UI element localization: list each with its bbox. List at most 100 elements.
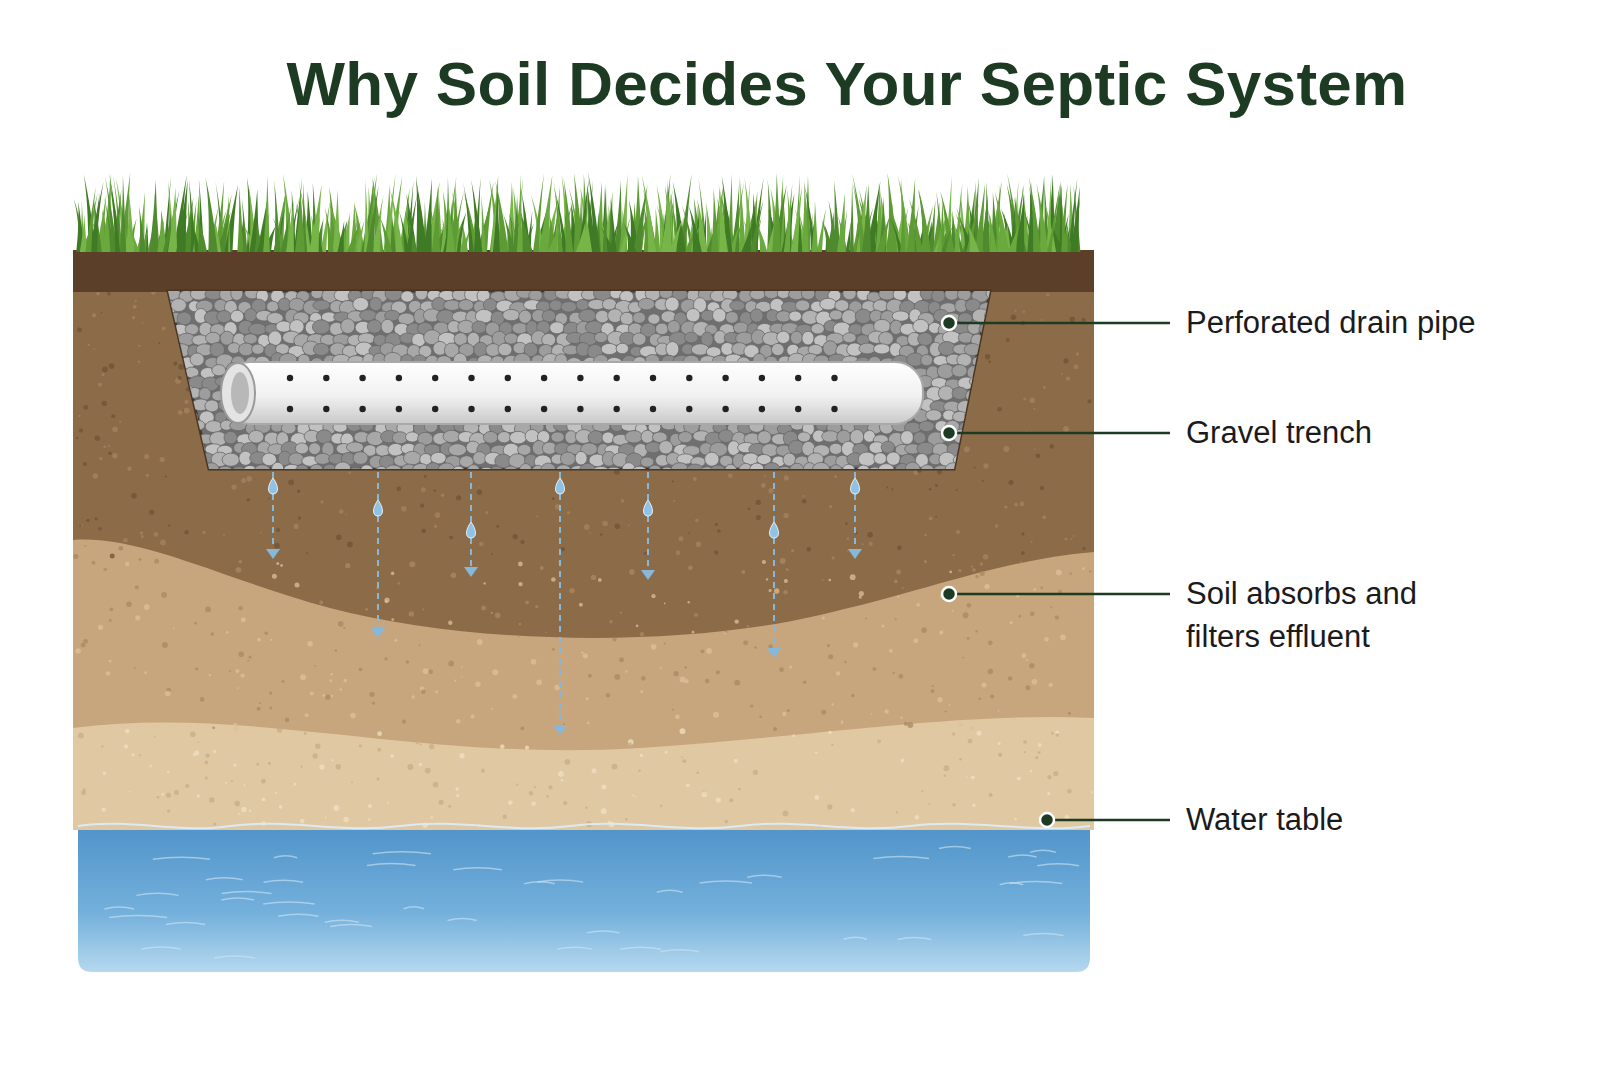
soil-grain	[259, 702, 261, 704]
soil-grain	[585, 807, 588, 810]
soil-grain	[695, 519, 698, 522]
soil-grain	[972, 568, 976, 572]
water-ripple	[274, 856, 297, 858]
gravel-stone	[686, 309, 700, 323]
soil-grain	[190, 732, 196, 738]
gravel-stone	[723, 288, 738, 300]
grass-blade	[603, 183, 607, 252]
soil-grain	[88, 344, 90, 346]
soil-grain	[977, 730, 982, 735]
grass-blade	[984, 182, 990, 252]
soil-grain	[310, 692, 314, 696]
soil-grain	[401, 506, 407, 512]
soil-grain	[651, 644, 657, 650]
soil-grain	[885, 709, 889, 713]
soil-grain	[978, 698, 981, 701]
gravel-stone	[561, 302, 577, 313]
soil-grain	[638, 770, 640, 772]
soil-grain	[750, 704, 753, 707]
soil-grain	[73, 554, 78, 559]
soil-grain	[1014, 310, 1016, 312]
gravel-stone	[601, 343, 617, 354]
soil-grain	[534, 786, 536, 788]
soil-grain	[931, 689, 935, 693]
grass-blade	[837, 193, 845, 252]
soil-grain	[895, 618, 897, 620]
soil-grain	[330, 673, 333, 676]
soil-grain	[194, 622, 197, 625]
soil-grain	[696, 542, 701, 547]
soil-grain	[325, 695, 330, 700]
soil-grain	[275, 792, 277, 794]
soil-grain	[1074, 364, 1079, 369]
gravel-stone	[913, 319, 929, 333]
soil-grain	[525, 746, 529, 750]
soil-grain	[609, 620, 612, 623]
soil-grain	[339, 509, 344, 514]
soil-grain	[998, 753, 1002, 757]
soil-grain	[149, 510, 154, 515]
soil-grain	[786, 568, 789, 571]
soil-grain	[729, 798, 733, 802]
gravel-stone	[311, 288, 323, 298]
grass-blade	[995, 192, 1010, 252]
soil-grain	[241, 674, 245, 678]
soil-grain	[915, 815, 920, 820]
soil-grain	[247, 660, 249, 662]
soil-grain	[1047, 792, 1050, 795]
grass-blade	[661, 189, 673, 252]
soil-grain	[241, 478, 246, 483]
soil-grain	[602, 521, 608, 527]
soil-grain	[478, 486, 480, 488]
soil-grain	[552, 648, 555, 651]
soil-grain	[92, 561, 96, 565]
soil-grain	[305, 713, 309, 717]
gravel-stone	[503, 309, 520, 320]
soil-grain	[916, 603, 920, 607]
soil-grain	[377, 731, 382, 736]
soil-grain	[985, 354, 990, 359]
soil-grain	[372, 701, 375, 704]
soil-grain	[260, 532, 262, 534]
soil-grain	[828, 654, 833, 659]
gravel-stone	[957, 288, 971, 300]
grass-blade	[120, 175, 126, 252]
gravel-stone	[633, 312, 646, 323]
soil-grain	[229, 671, 231, 673]
soil-grain	[78, 415, 80, 417]
soil-grain	[741, 570, 745, 574]
gravel-stone	[893, 288, 906, 300]
soil-grain	[827, 804, 832, 809]
gravel-stone	[879, 288, 895, 300]
soil-grain	[967, 603, 972, 608]
grass-blade	[887, 173, 897, 252]
gravel-stone	[268, 331, 282, 346]
grass-blade	[74, 198, 86, 252]
soil-grain	[377, 748, 381, 752]
soil-grain	[1088, 399, 1092, 403]
soil-grain	[692, 631, 695, 634]
soil-grain	[1032, 679, 1038, 685]
soil-grain	[420, 743, 422, 745]
soil-grain	[433, 489, 436, 492]
soil-grain	[233, 723, 237, 727]
soil-grain	[587, 722, 590, 725]
soil-grain	[893, 672, 895, 674]
gravel-stone	[401, 291, 414, 302]
soil-grain	[231, 485, 236, 490]
gravel-stone	[685, 332, 698, 343]
soil-grain	[1053, 771, 1058, 776]
grass-blade	[547, 226, 560, 252]
water-ripple	[1008, 855, 1036, 857]
gravel-stone	[777, 331, 790, 343]
soil-grain	[784, 579, 788, 583]
soil-grain	[162, 327, 166, 331]
soil-grain	[441, 494, 445, 498]
soil-grain	[86, 519, 89, 522]
soil-grain	[102, 373, 105, 376]
soil-grain	[391, 572, 395, 576]
soil-grain	[160, 457, 165, 462]
gravel-stone	[231, 286, 243, 301]
soil-grain	[411, 695, 415, 699]
gravel-stone	[313, 300, 330, 310]
